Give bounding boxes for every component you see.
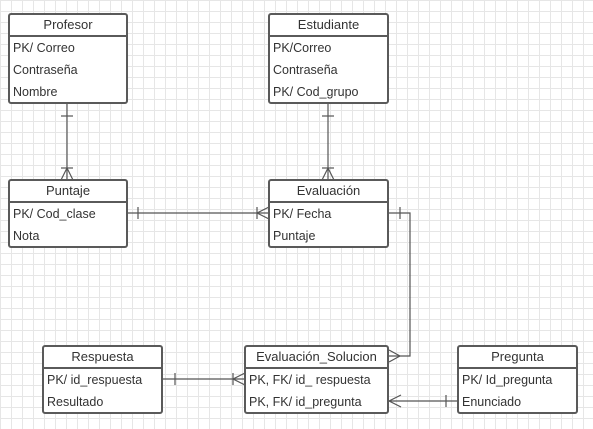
entity-title-pregunta: Pregunta: [459, 347, 576, 369]
field-respuesta-resultado: Resultado: [47, 395, 104, 409]
field-evaluacion-puntaje: Puntaje: [273, 229, 316, 243]
entity-evaluacion-solucion[interactable]: Evaluación_Solucion PK, FK/ id_ respuest…: [244, 345, 389, 414]
field-estudiante-cod-grupo: PK/ Cod_grupo: [273, 85, 359, 99]
field-respuesta-id-respuesta: PK/ id_respuesta: [47, 373, 143, 387]
field-profesor-correo: PK/ Correo: [13, 41, 75, 55]
entity-title-puntaje: Puntaje: [10, 181, 126, 203]
connector-estudiante-evaluacion: [321, 103, 335, 181]
entity-profesor[interactable]: Profesor PK/ Correo Contraseña Nombre: [8, 13, 128, 104]
connector-respuesta-solucion: [163, 372, 246, 386]
field-profesor-nombre: Nombre: [13, 85, 58, 99]
field-evaluacion-fecha: PK/ Fecha: [273, 207, 332, 221]
field-pregunta-enunciado: Enunciado: [462, 395, 522, 409]
connector-puntaje-evaluacion: [127, 206, 270, 220]
field-estudiante-correo: PK/Correo: [273, 41, 332, 55]
entity-title-profesor: Profesor: [10, 15, 126, 37]
connector-profesor-puntaje: [60, 103, 74, 181]
entity-title-evaluacion-solucion: Evaluación_Solucion: [246, 347, 387, 369]
field-estudiante-contrasena: Contraseña: [273, 63, 338, 77]
entity-estudiante[interactable]: Estudiante PK/Correo Contraseña PK/ Cod_…: [268, 13, 389, 104]
field-puntaje-nota: Nota: [13, 229, 40, 243]
entity-title-estudiante: Estudiante: [270, 15, 387, 37]
entity-pregunta[interactable]: Pregunta PK/ Id_pregunta Enunciado: [457, 345, 578, 414]
connector-evaluacion-solucion: [388, 207, 411, 363]
entity-evaluacion[interactable]: Evaluación PK/ Fecha Puntaje: [268, 179, 389, 248]
entity-title-evaluacion: Evaluación: [270, 181, 387, 203]
field-solucion-id-pregunta: PK, FK/ id_pregunta: [249, 395, 362, 409]
entity-respuesta[interactable]: Respuesta PK/ id_respuesta Resultado: [42, 345, 163, 414]
entity-title-respuesta: Respuesta: [44, 347, 161, 369]
field-solucion-id-respuesta: PK, FK/ id_ respuesta: [249, 373, 371, 387]
field-puntaje-cod-clase: PK/ Cod_clase: [13, 207, 96, 221]
field-profesor-contrasena: Contraseña: [13, 63, 78, 77]
connector-solucion-pregunta: [388, 394, 458, 408]
field-pregunta-id-pregunta: PK/ Id_pregunta: [462, 373, 553, 387]
entity-puntaje[interactable]: Puntaje PK/ Cod_clase Nota: [8, 179, 128, 248]
